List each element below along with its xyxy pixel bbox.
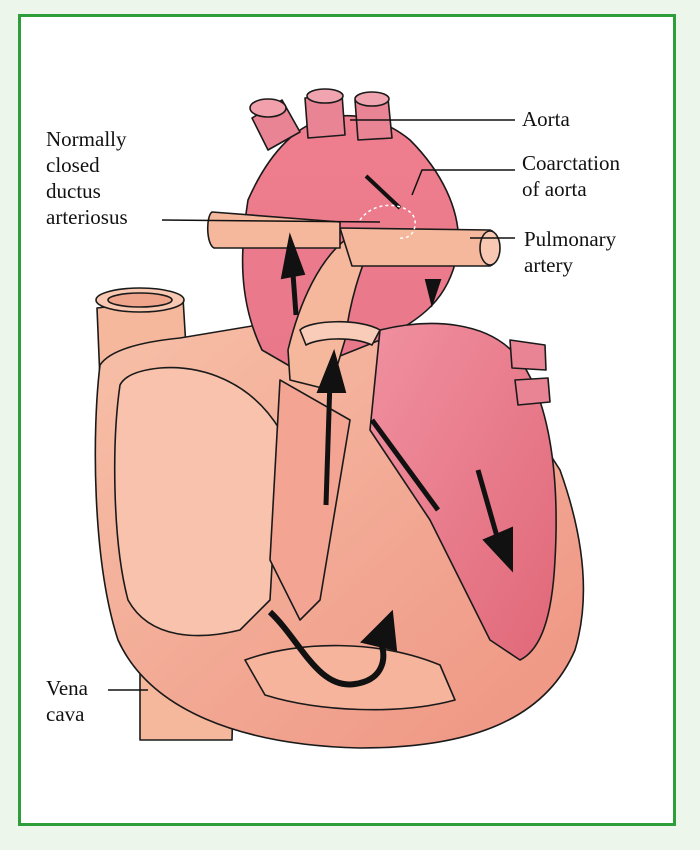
flow-arrows bbox=[267, 174, 513, 688]
right-ventricle bbox=[244, 644, 456, 711]
label-aorta: Aorta bbox=[522, 107, 570, 131]
label-ductus: Normally closed ductus arteriosus bbox=[46, 127, 128, 229]
arrow-diagonal bbox=[369, 418, 441, 512]
label-vena-cava: Vena cava bbox=[46, 676, 88, 726]
coarctation-outline bbox=[359, 204, 416, 239]
label-pulmonary: Pulmonary artery bbox=[524, 227, 617, 277]
pulmonary-vein-1 bbox=[509, 339, 547, 371]
pulmonary-artery bbox=[339, 227, 500, 267]
arrow-up-aorta-head bbox=[280, 232, 306, 280]
pulmonary-valve bbox=[299, 320, 381, 346]
right-atrium bbox=[113, 366, 281, 637]
leader-lines bbox=[108, 119, 515, 691]
pulmonary-vein-2 bbox=[514, 377, 551, 406]
arrow-into-lv bbox=[475, 469, 501, 541]
leader-coarctation bbox=[411, 169, 515, 196]
arrow-aorta-down-head bbox=[424, 279, 442, 308]
left-ventricle bbox=[369, 322, 557, 661]
leader-ductus bbox=[161, 219, 381, 223]
arrow-up-pulmonary-head bbox=[316, 348, 347, 393]
arrow-aorta-down bbox=[364, 174, 402, 210]
label-coarctation: Coarctation of aorta bbox=[522, 151, 620, 201]
arrow-right-ventricle-curve bbox=[267, 609, 387, 688]
arrow-up-pulmonary bbox=[323, 379, 333, 506]
arrow-rv-head bbox=[360, 609, 398, 652]
arrow-lv-head bbox=[482, 526, 513, 573]
